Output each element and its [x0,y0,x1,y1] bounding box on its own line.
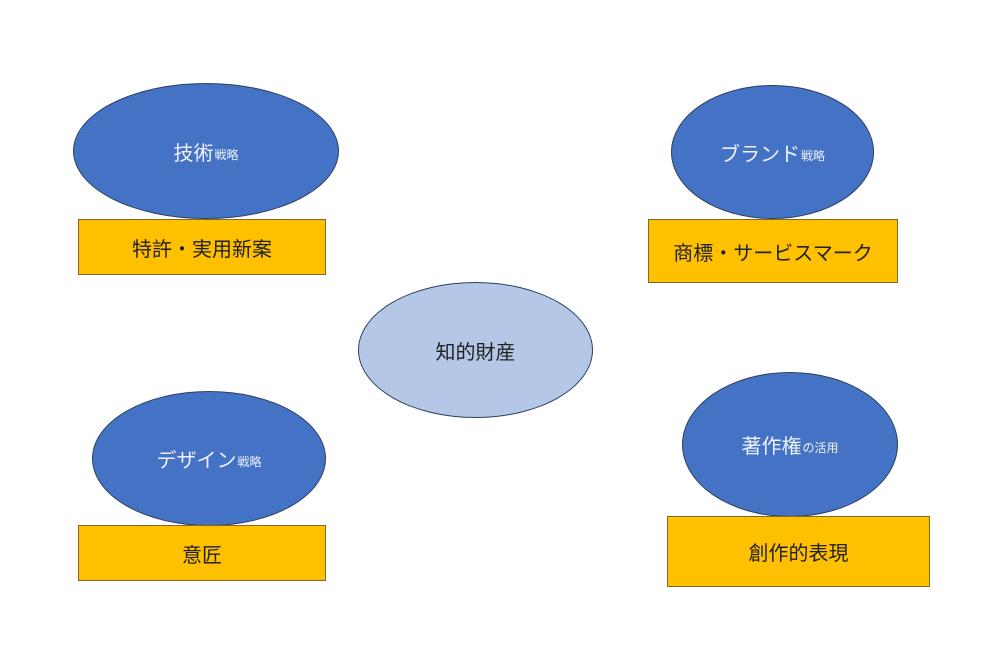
design-strategy-ellipse: デザイン戦略 [92,391,326,526]
node-main-label: 著作権 [741,434,802,458]
design-right-box: 意匠 [78,525,326,581]
node-main-label: ブランド [719,141,800,166]
ip-center-ellipse: 知的財産 [358,282,593,418]
node-main-label: 技術 [173,140,214,165]
tech-strategy-ellipse: 技術戦略 [73,83,339,219]
node-sub-label: 戦略 [214,147,239,162]
creative-expression-box: 創作的表現 [667,516,930,587]
center-label: 知的財産 [435,339,516,364]
node-sub-label: 戦略 [237,455,262,469]
copyright-ellipse: 著作権の活用 [682,372,898,517]
patent-box: 特許・実用新案 [78,219,326,275]
node-main-label: デザイン [156,448,237,472]
node-sub-label: の活用 [802,441,839,455]
node-sub-label: 戦略 [800,148,825,163]
brand-strategy-ellipse: ブランド戦略 [671,85,874,219]
trademark-box: 商標・サービスマーク [648,219,898,283]
